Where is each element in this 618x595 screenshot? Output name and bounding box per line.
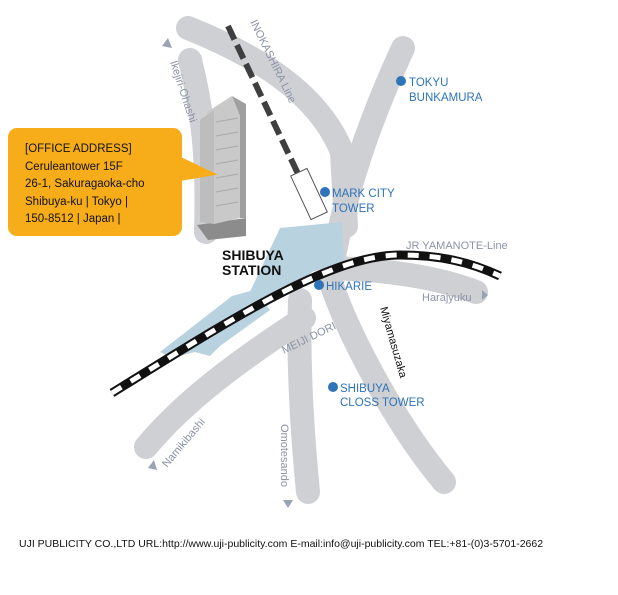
yamanote-line-ties: [110, 252, 502, 396]
station-label-line1: SHIBUYA: [222, 247, 284, 263]
arrow-icon: [482, 290, 488, 300]
office-address-line: Ceruleantower 15F: [25, 160, 123, 173]
poi-dot-icon: [320, 187, 330, 197]
road-label-omotesando: Omotesando: [278, 424, 290, 487]
road-harajyuku: [320, 256, 488, 304]
office-address-line: Shibuya-ku | Tokyo |: [25, 195, 128, 208]
landmark-shibuya-closs-tower: SHIBUYA CLOSS TOWER: [328, 382, 425, 409]
office-address-line: 150-8512 | Japan |: [25, 213, 121, 225]
landmark-hikarie-label: HIKARIE: [326, 281, 372, 293]
station-label-line2: STATION: [222, 262, 281, 278]
poi-dot-icon: [396, 76, 406, 86]
landmark-mark-city-tower: MARK CITY TOWER: [320, 187, 395, 215]
road-ikejiri-ohashi: [176, 16, 358, 238]
landmark-hikarie: HIKARIE: [314, 280, 372, 293]
arrow-icon: [148, 460, 157, 470]
company-contact-footer: UJI PUBLICITY CO.,LTD URL:http://www.uji…: [19, 538, 544, 550]
landmark-markcity-line1: MARK CITY: [332, 188, 395, 200]
landmark-tokyu-line1: TOKYU: [409, 77, 448, 89]
inokashira-line: [225, 24, 303, 180]
callout-pointer: [178, 157, 220, 187]
landmark-tokyu-line2: BUNKAMURA: [409, 92, 483, 104]
inokashira-terminal: [290, 167, 328, 221]
office-address-line: 26-1, Sakuragaoka-cho: [25, 178, 145, 190]
office-address-callout: [OFFICE ADDRESS] Ceruleantower 15F 26-1,…: [8, 128, 182, 236]
road-namikibashi: [134, 306, 316, 459]
station-platform-main: [248, 222, 344, 306]
landmark-closs-line1: SHIBUYA: [340, 383, 390, 395]
station-platform-west: [160, 290, 270, 358]
rail-label-yamanote: JR YAMANOTE-Line: [406, 240, 508, 252]
landmark-tokyu-bunkamura: TOKYU BUNKAMURA: [396, 76, 483, 104]
landmark-closs-line2: CLOSS TOWER: [340, 397, 425, 409]
office-tower-icon: [197, 96, 246, 240]
arrow-icon: [283, 500, 293, 508]
station-area: [160, 222, 344, 358]
road-miyamasuzaka: [318, 268, 456, 494]
road-label-harajyuku: Harajyuku: [422, 292, 472, 304]
poi-dot-icon: [328, 382, 338, 392]
landmark-markcity-line2: TOWER: [332, 203, 375, 215]
poi-dot-icon: [314, 280, 324, 290]
roads: [134, 16, 488, 504]
office-address-heading: [OFFICE ADDRESS]: [25, 143, 132, 155]
arrow-icon: [162, 38, 172, 48]
